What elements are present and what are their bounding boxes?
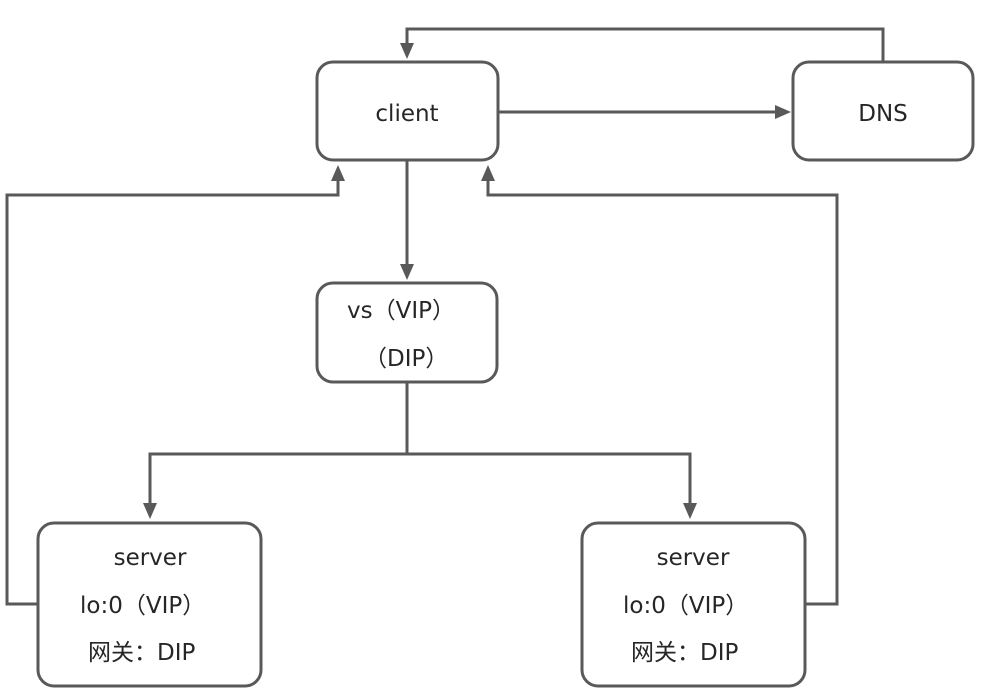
arrowhead-client-to-dns: [775, 105, 791, 119]
node-server-left: server lo:0（VIP） 网关：DIP: [36, 521, 263, 688]
node-client: client: [315, 60, 500, 162]
client-box: [315, 60, 500, 162]
arrowhead-dns-to-client: [400, 43, 414, 59]
arrowhead-client-to-vs: [400, 264, 414, 280]
server-left-gateway-label: 网关：DIP: [88, 640, 195, 666]
edge-dns-to-client: [405, 27, 885, 62]
arrowhead-vs-to-server-left: [143, 503, 157, 519]
dns-box: [791, 60, 975, 162]
arrowhead-server-left-to-client: [331, 165, 345, 181]
arrowhead-vs-to-server-right: [683, 503, 697, 519]
server-right-title: server: [657, 545, 730, 571]
server-left-lo-label: lo:0（VIP）: [80, 593, 205, 619]
node-vs: vs（VIP） （DIP）: [315, 281, 499, 384]
vs-box: [315, 281, 499, 384]
dns-label: DNS: [858, 101, 908, 127]
node-dns: DNS: [791, 60, 975, 162]
vs-dip-label: （DIP）: [364, 346, 448, 372]
edge-vs-branch-left: [148, 452, 407, 504]
client-label: client: [375, 101, 438, 127]
server-right-lo-label: lo:0（VIP）: [623, 593, 748, 619]
edge-server-right-to-client: [486, 180, 839, 606]
server-right-box: [580, 521, 807, 688]
arrowhead-server-right-to-client: [481, 165, 495, 181]
server-right-gateway-label: 网关：DIP: [631, 640, 738, 666]
node-server-right: server lo:0（VIP） 网关：DIP: [580, 521, 807, 688]
server-left-title: server: [114, 545, 187, 571]
server-left-box: [36, 521, 263, 688]
edge-vs-branch-right: [407, 452, 692, 504]
vs-vip-label: vs（VIP）: [347, 298, 455, 324]
edge-server-left-to-client: [5, 180, 340, 606]
